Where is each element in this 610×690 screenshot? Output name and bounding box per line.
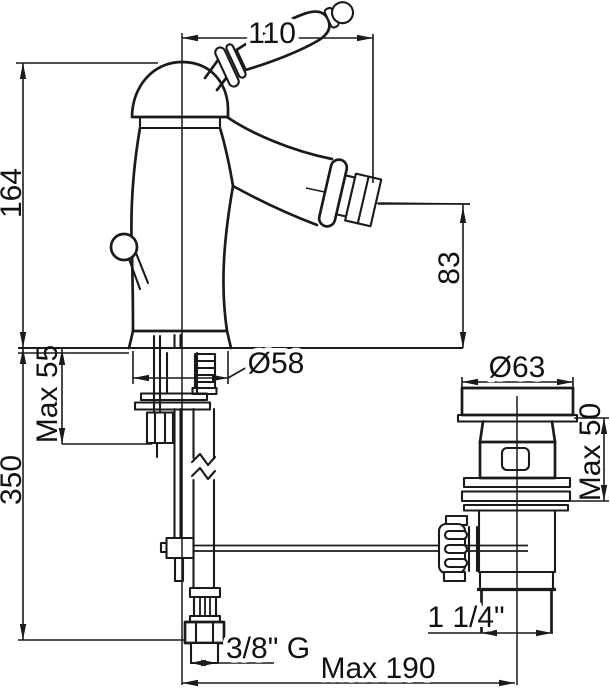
dim-label-supply-thread: 3/8" G bbox=[226, 632, 310, 665]
popup-rod-upper bbox=[173, 333, 182, 350]
hose-break-symbol bbox=[190, 452, 217, 481]
faucet-body-left-edge bbox=[130, 126, 142, 333]
dimension-center-distance: Max 190 bbox=[182, 648, 515, 690]
clamp-slot-2 bbox=[443, 543, 469, 555]
dim-label-waste-max-deck: Max 50 bbox=[574, 403, 607, 501]
nozzle-ring bbox=[317, 158, 349, 228]
hose-nipple-threads bbox=[193, 359, 217, 384]
dimension-base-diameter: Ø58 bbox=[132, 343, 309, 385]
dim-label-spout-reach: 110 bbox=[248, 17, 296, 50]
dim-label-body-height: 164 bbox=[0, 168, 28, 218]
washer-plate bbox=[139, 392, 209, 402]
handle-ring-2 bbox=[225, 43, 247, 79]
dim-label-max-deck: Max 55 bbox=[31, 345, 64, 443]
dim-label-spout-height: 83 bbox=[433, 251, 466, 284]
dim-label-waste-pipe: 1 1/4" bbox=[427, 601, 504, 634]
faucet-shank bbox=[165, 351, 199, 395]
connector-thread-tip bbox=[189, 641, 220, 665]
clamp-slot-3 bbox=[443, 557, 469, 569]
nozzle-tip-ring bbox=[356, 175, 370, 225]
clamp-bottom-tab bbox=[442, 570, 467, 583]
waste-rib-3 bbox=[462, 503, 570, 512]
dimension-waste-flange: Ø63 bbox=[461, 347, 574, 389]
rod-clamp-block bbox=[165, 536, 195, 560]
connector-hex-faces bbox=[194, 620, 215, 645]
dimension-waste-pipe: 1 1/4" bbox=[423, 597, 553, 639]
dimension-supply-thread: 3/8" G bbox=[190, 628, 315, 670]
waste-window bbox=[500, 446, 531, 472]
popup-rod bbox=[173, 407, 182, 540]
dimension-body-height: 164 bbox=[0, 62, 158, 348]
popup-lever-arm bbox=[127, 251, 150, 291]
dim-label-base-diameter: Ø58 bbox=[248, 347, 305, 380]
clamp-connector bbox=[467, 525, 479, 573]
popup-lever-knob bbox=[109, 232, 139, 262]
mounting-nut-faces bbox=[153, 411, 167, 445]
faucet-dome bbox=[130, 60, 230, 119]
mounting-nut bbox=[145, 411, 175, 445]
handle-tip-knob bbox=[330, 1, 355, 25]
dimension-spout-height: 83 bbox=[378, 203, 470, 348]
dimensions: 110 164 83 Ø58 bbox=[0, 13, 609, 690]
hose-collar-upper bbox=[188, 586, 222, 599]
under-counter-assembly bbox=[18, 334, 528, 665]
hose-knurl-ribs bbox=[199, 597, 211, 616]
rod-stub bbox=[173, 556, 185, 583]
dim-label-waste-flange: Ø63 bbox=[489, 351, 546, 384]
lever-handle bbox=[235, 1, 355, 72]
spout-upper-edge bbox=[225, 115, 334, 161]
handle-ferrules bbox=[214, 43, 247, 88]
supply-hose-lower bbox=[192, 478, 216, 590]
waste-neck bbox=[478, 420, 557, 444]
faucet-body bbox=[109, 1, 471, 350]
connector-hex-nut bbox=[183, 620, 226, 645]
supply-hose-upper bbox=[192, 407, 216, 460]
faucet-base bbox=[127, 329, 233, 350]
dimension-hose-length: 350 bbox=[0, 348, 186, 641]
waste-rib-2 bbox=[460, 490, 572, 503]
dim-label-hose-length: 350 bbox=[0, 455, 28, 505]
dimension-spout-reach: 110 bbox=[182, 13, 374, 183]
horseshoe-plate bbox=[133, 401, 212, 411]
dimension-max-deck: Max 55 bbox=[31, 345, 152, 445]
spout-lower-edge bbox=[231, 184, 319, 227]
faucet-body-right-edge bbox=[218, 126, 235, 333]
waste-tailpipe bbox=[480, 588, 553, 634]
dim-label-center-distance: Max 190 bbox=[320, 652, 435, 685]
spray-nozzle bbox=[317, 158, 383, 228]
handle-ring-1 bbox=[214, 46, 240, 88]
dimension-waste-max-deck: Max 50 bbox=[571, 403, 609, 502]
faucet-collar bbox=[138, 116, 222, 130]
popup-waste-assembly bbox=[437, 386, 579, 634]
clamp-slot-1 bbox=[443, 529, 469, 541]
